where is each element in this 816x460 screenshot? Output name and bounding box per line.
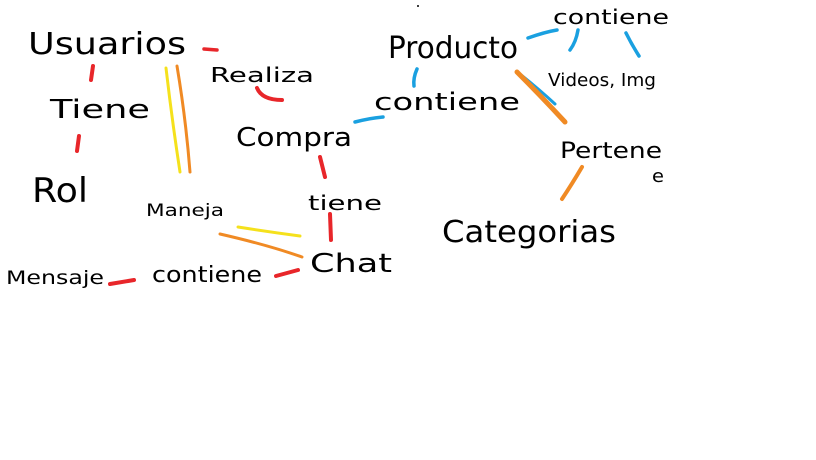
node-pertenece-a: Pertene: [560, 139, 662, 164]
connectors: [75, 28, 641, 286]
connector-contiene-img: [624, 31, 641, 58]
connector-producto-pertenece: [514, 69, 568, 125]
connector-maneja-chat-orange: [218, 232, 304, 259]
node-contiene-compra: contiene: [374, 88, 520, 116]
connector-tiene-rol: [75, 134, 81, 153]
connector-producto-contiene-media: [526, 28, 559, 40]
node-chat: Chat: [310, 249, 392, 279]
connector-usuarios-maneja-yellow: [164, 66, 182, 174]
node-rol: Rol: [32, 171, 88, 211]
node-contiene-mensaje: contiene: [152, 263, 262, 288]
connector-contiene-mensaje: [108, 278, 136, 286]
node-contiene-media: contiene: [553, 5, 669, 29]
connector-contiene-producto: [412, 67, 419, 88]
connector-pertenece-categorias: [560, 165, 584, 201]
node-tiene-rol: Tiene: [49, 95, 150, 125]
node-labels: Usuarios Realiza Tiene Rol Compra Maneja…: [6, 5, 669, 289]
node-mensaje: Mensaje: [6, 267, 104, 289]
node-usuarios: Usuarios: [28, 27, 186, 62]
connector-maneja-chat-yellow: [236, 225, 302, 238]
connector-tiene-chat: [328, 212, 333, 242]
connector-usuarios-tiene: [89, 64, 95, 82]
connector-usuarios-realiza: [202, 47, 219, 52]
connector-realiza-compra: [255, 86, 284, 102]
connector-contiene-videos: [568, 28, 580, 52]
node-producto: Producto: [388, 31, 518, 66]
node-maneja: Maneja: [146, 201, 224, 221]
node-compra: Compra: [236, 123, 352, 153]
connector-compra-tiene: [318, 155, 327, 179]
connector-chat-contiene: [274, 268, 300, 278]
stray-dot: [417, 5, 419, 7]
node-pertenece-b: e: [652, 166, 664, 187]
node-tiene-chat: tiene: [308, 191, 382, 215]
node-videos-img: Videos, Img: [548, 70, 656, 91]
node-realiza: Realiza: [210, 63, 314, 87]
node-categorias: Categorias: [442, 215, 616, 250]
connector-compra-contiene: [353, 115, 385, 124]
connector-usuarios-maneja-orange: [175, 64, 192, 174]
